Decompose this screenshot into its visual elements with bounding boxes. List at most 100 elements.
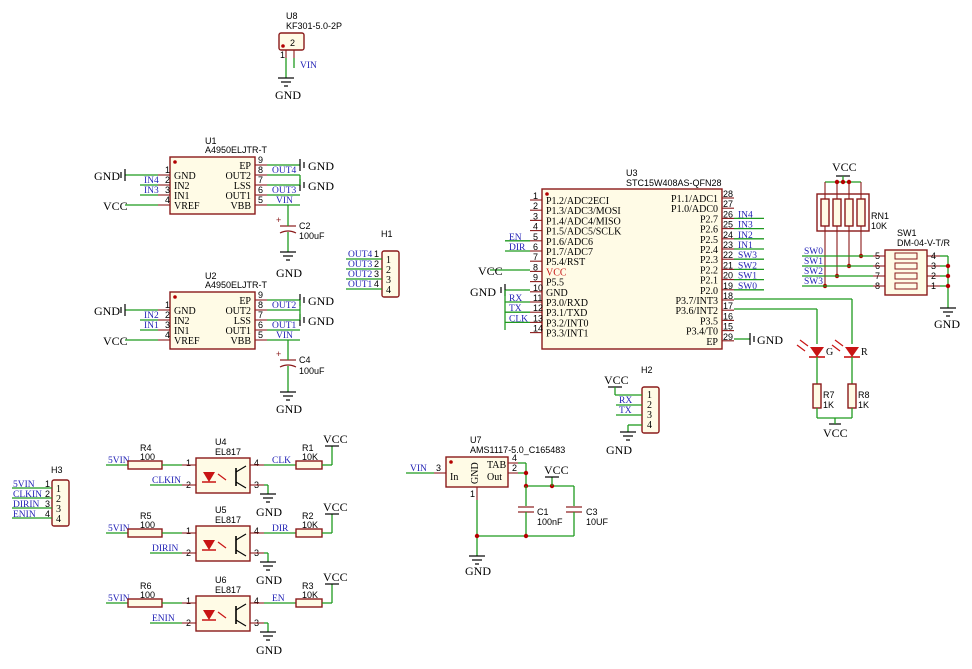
svg-text:OUT2: OUT2 xyxy=(272,301,297,311)
u3-pin-number: 26 xyxy=(723,209,733,219)
svg-text:4: 4 xyxy=(165,330,170,340)
u3-pin-number: 13 xyxy=(533,313,543,323)
svg-text:1: 1 xyxy=(165,300,170,310)
svg-text:GND: GND xyxy=(308,159,334,173)
svg-text:In: In xyxy=(450,472,458,483)
svg-text:1: 1 xyxy=(470,489,475,499)
u8-pin1: 1 xyxy=(280,50,285,60)
svg-text:OUT3: OUT3 xyxy=(272,186,297,196)
svg-text:5VIN: 5VIN xyxy=(13,480,35,490)
svg-text:AMS1117-5.0_C165483: AMS1117-5.0_C165483 xyxy=(470,445,565,455)
svg-text:8: 8 xyxy=(258,165,263,175)
svg-text:100: 100 xyxy=(140,452,155,462)
u3-net-label: SW0 xyxy=(738,282,757,292)
u3-pin-label: P3.3/INT1 xyxy=(546,329,589,340)
svg-text:EP: EP xyxy=(239,296,251,307)
u3-pin-label: GND xyxy=(546,288,568,299)
svg-text:4: 4 xyxy=(647,420,652,431)
svg-text:VBB: VBB xyxy=(230,201,251,212)
svg-text:A4950ELJTR-T: A4950ELJTR-T xyxy=(205,280,268,290)
u3-pin-number: 8 xyxy=(533,262,538,272)
svg-text:OUT1: OUT1 xyxy=(348,280,373,290)
svg-text:R4: R4 xyxy=(140,443,152,453)
svg-text:8: 8 xyxy=(258,300,263,310)
u8-gnd: GND xyxy=(275,88,301,102)
u3-pin-number: 25 xyxy=(723,220,733,230)
svg-text:GND: GND xyxy=(308,314,334,328)
u3-pin-number: 16 xyxy=(723,311,733,321)
u3-mcu: U3 STC15W408AS-QFN28 P1.2/ADC2ECI1P1.3/A… xyxy=(470,168,783,350)
svg-text:SW3: SW3 xyxy=(804,277,823,287)
svg-text:3: 3 xyxy=(436,463,441,473)
svg-text:4: 4 xyxy=(254,526,259,536)
svg-text:CLKIN: CLKIN xyxy=(13,490,42,500)
svg-text:G: G xyxy=(826,347,833,358)
svg-text:VCC: VCC xyxy=(323,432,348,446)
svg-text:100uF: 100uF xyxy=(299,231,325,241)
svg-text:2: 2 xyxy=(165,175,170,185)
svg-text:1: 1 xyxy=(647,390,652,401)
u3-pin-label: P1.4/ADC4/MISO xyxy=(546,216,621,227)
svg-text:OUT2: OUT2 xyxy=(225,306,251,317)
u3-net-label: IN1 xyxy=(738,241,753,251)
u8-connector: U8 KF301-5.0-2P 2 1 VIN GND xyxy=(275,11,342,102)
svg-text:OUT1: OUT1 xyxy=(225,326,251,337)
svg-text:1: 1 xyxy=(186,596,191,606)
u1-ref: U1 xyxy=(205,136,217,146)
svg-text:5VIN: 5VIN xyxy=(108,456,130,466)
svg-text:GND: GND xyxy=(174,171,196,182)
svg-text:VREF: VREF xyxy=(174,201,200,212)
svg-text:7: 7 xyxy=(258,175,263,185)
svg-text:DM-04-V-T/R: DM-04-V-T/R xyxy=(897,238,951,248)
svg-text:VCC: VCC xyxy=(323,570,348,584)
u3-pin-label: P5.4/RST xyxy=(546,257,585,268)
svg-text:5VIN: 5VIN xyxy=(108,594,130,604)
svg-text:4: 4 xyxy=(56,514,61,525)
svg-text:2: 2 xyxy=(512,463,517,473)
u3-pin-number: 5 xyxy=(533,232,538,242)
u3-pin-label: P3.0/RXD xyxy=(546,298,588,309)
u3-pin-number: 11 xyxy=(533,293,542,303)
u3-pin-number: 28 xyxy=(723,189,733,199)
svg-text:CLK: CLK xyxy=(272,456,291,466)
svg-text:GND: GND xyxy=(256,505,282,519)
svg-text:LSS: LSS xyxy=(234,181,251,192)
svg-text:R7: R7 xyxy=(823,390,835,400)
svg-text:2: 2 xyxy=(45,489,50,499)
svg-text:SW1: SW1 xyxy=(897,228,917,238)
svg-text:4: 4 xyxy=(386,285,391,296)
svg-text:+: + xyxy=(276,215,281,225)
svg-text:3: 3 xyxy=(374,269,379,279)
svg-text:GND: GND xyxy=(757,333,783,347)
svg-text:4: 4 xyxy=(512,453,517,463)
svg-text:IN1: IN1 xyxy=(144,321,159,331)
svg-text:GND: GND xyxy=(470,462,481,484)
u3-pin-label: P2.6 xyxy=(700,225,718,236)
svg-text:1: 1 xyxy=(56,484,61,495)
u3-pin-number: 1 xyxy=(533,191,538,201)
svg-text:1: 1 xyxy=(186,526,191,536)
svg-text:VBB: VBB xyxy=(230,336,251,347)
h2-header: H2 VCC RX TX GND 1 2 3 4 xyxy=(604,365,660,457)
svg-text:GND: GND xyxy=(470,285,496,299)
u3-pin-number: 17 xyxy=(723,301,733,311)
svg-text:10K: 10K xyxy=(871,221,887,231)
svg-text:R1: R1 xyxy=(302,443,314,453)
svg-text:IN2: IN2 xyxy=(174,316,190,327)
svg-text:6: 6 xyxy=(258,185,263,195)
svg-text:R3: R3 xyxy=(302,581,314,591)
u3-net-label: SW3 xyxy=(738,251,757,261)
u3-pin-label: P5.5 xyxy=(546,278,564,289)
svg-text:1K: 1K xyxy=(823,400,834,410)
svg-text:VIN: VIN xyxy=(276,196,293,206)
svg-text:7: 7 xyxy=(258,310,263,320)
u3-net-label: SW2 xyxy=(738,261,757,271)
svg-text:U6: U6 xyxy=(215,575,227,585)
svg-text:TX: TX xyxy=(619,406,632,416)
svg-text:C1: C1 xyxy=(537,507,549,517)
